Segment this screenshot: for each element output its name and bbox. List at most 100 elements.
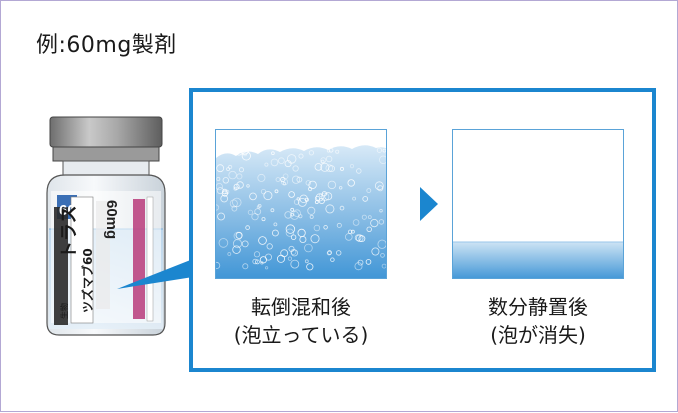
foam-bubble: [288, 191, 295, 198]
foam-bubble: [218, 238, 229, 248]
foam-bubble: [290, 234, 297, 240]
foam-bubble: [280, 249, 289, 258]
foam-bubble: [216, 183, 223, 191]
foam-bubble: [298, 153, 304, 159]
foam-bubble: [290, 259, 300, 269]
foam-bubble: [226, 167, 231, 171]
foam-bubble: [293, 199, 300, 205]
foam-bubble: [379, 208, 383, 213]
foam-bubble: [272, 229, 279, 237]
foam-bubble: [347, 179, 355, 187]
foam-bubble: [306, 263, 314, 271]
caption-after: 数分静置後 (泡が消失): [452, 293, 624, 349]
caption-after-title: 数分静置後: [488, 295, 588, 319]
foam-bubble: [286, 154, 297, 164]
vial-dose-badge: 60: [59, 202, 76, 219]
foam-bubble: [259, 256, 268, 264]
foam-bubble: [325, 155, 333, 163]
foam-bubble: [284, 160, 292, 168]
foam-bubble: [270, 158, 279, 167]
foam-bubble: [290, 207, 295, 212]
foam-bubble: [313, 224, 321, 232]
foam-bubble: [278, 157, 285, 165]
foam-bubble: [273, 222, 278, 227]
foam-bubble: [370, 219, 379, 228]
foam-bubble: [320, 192, 330, 202]
foam-bubble: [285, 228, 294, 237]
foam-bubble: [227, 252, 232, 256]
foam-bubble: [314, 200, 319, 204]
foam-bubble: [366, 226, 372, 232]
foam-bubble: [255, 259, 260, 265]
foam-bubble: [228, 170, 237, 180]
foam-bubble: [222, 188, 228, 195]
foam-bubble: [293, 209, 301, 217]
foam-bubble: [260, 188, 267, 195]
foam-bubble: [292, 165, 299, 172]
foam-bubble: [241, 151, 251, 161]
foam-bubble: [325, 164, 334, 172]
foam-bubble: [308, 150, 315, 156]
foam-bubble: [320, 159, 325, 164]
foam-bubble: [352, 219, 360, 226]
foam-bubble: [381, 263, 386, 269]
foam-bubble: [354, 262, 363, 271]
foam-bubble: [330, 257, 335, 262]
foam-bubble: [299, 236, 307, 244]
foam-bubble: [228, 164, 233, 170]
foam-bubble: [232, 197, 242, 208]
foam-bubble: [338, 186, 343, 190]
foam-bubble: [275, 177, 281, 182]
foam-bubble: [282, 181, 287, 186]
foam-bubble: [220, 194, 228, 203]
foam-bubble: [270, 208, 275, 213]
foam-bubble: [216, 204, 220, 211]
foam-bubble: [305, 180, 311, 186]
foam-bubble: [246, 184, 250, 188]
foam-bubble: [315, 193, 324, 202]
foam-bubble: [240, 146, 250, 155]
foam-bubble: [280, 176, 286, 183]
foam-bubble: [327, 250, 332, 255]
foam-bubble: [350, 229, 355, 234]
foam-bubble: [291, 249, 299, 257]
foam-bubble: [232, 245, 241, 254]
foam-bubble: [308, 180, 317, 190]
vial-neck: [62, 160, 150, 176]
foam-bubble: [264, 266, 269, 270]
foam-bubble: [229, 199, 238, 208]
vial-brand-text: トラス: [59, 205, 80, 259]
foam-bubble: [296, 176, 303, 183]
vial-type-tag: 生物: [59, 303, 69, 319]
foam-bubble: [310, 234, 320, 244]
foam-bubble: [245, 225, 250, 230]
foam-bubble: [247, 209, 254, 215]
foam-bubble: [232, 239, 242, 249]
foam-bubble: [335, 149, 340, 154]
foam-bubble: [235, 231, 243, 239]
foam-bubble: [304, 243, 313, 253]
foam-bubble: [253, 251, 261, 258]
foam-bubble: [366, 188, 372, 193]
foam-bubble: [314, 163, 323, 171]
foam-bubble: [380, 253, 385, 258]
foam-bubble: [263, 191, 273, 201]
foam-bubble: [238, 167, 244, 173]
foam-bubble: [216, 261, 221, 270]
foam-bubble: [376, 147, 382, 153]
foam-bubble: [356, 168, 362, 174]
foam-bubble: [264, 162, 269, 167]
foam-bubble: [258, 236, 267, 245]
foam-bubble: [256, 205, 261, 209]
foam-mass: [216, 145, 386, 278]
foam-bubble: [349, 163, 355, 169]
foam-bubble: [274, 189, 279, 194]
foam-bubble: [327, 180, 337, 190]
foam-bubble: [307, 206, 316, 215]
foam-bubble: [298, 198, 307, 207]
foam-bubble: [309, 214, 314, 219]
foam-bubble: [281, 178, 289, 186]
foam-bubble: [299, 194, 308, 203]
